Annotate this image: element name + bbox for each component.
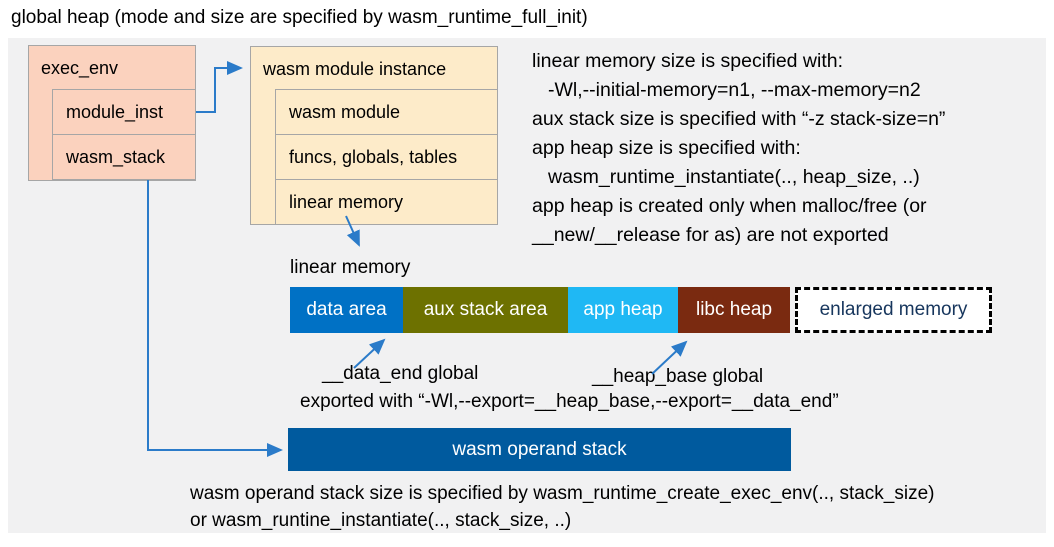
- heap-base-global-label: __heap_base global: [592, 366, 764, 387]
- page-title: global heap (mode and size are specified…: [11, 7, 588, 28]
- data-end-global-label: __data_end global: [322, 363, 479, 384]
- note-line: aux stack size is specified with “-z sta…: [532, 108, 946, 130]
- operand-stack-notes: wasm operand stack size is specified by …: [190, 480, 935, 534]
- wasm-stack-box: wasm_stack: [52, 134, 196, 180]
- segment-data-area: data area: [290, 287, 403, 333]
- segment-libc-heap: libc heap: [678, 287, 790, 333]
- note-line: app heap size is specified with:: [532, 137, 801, 159]
- funcs-globals-tables-box: funcs, globals, tables: [275, 134, 498, 180]
- linear-memory-notes: linear memory size is specified with: -W…: [532, 47, 945, 250]
- note-line: __new/__release for as) are not exported: [532, 224, 889, 246]
- segment-app-heap: app heap: [568, 287, 678, 333]
- module-inst-box: module_inst: [52, 89, 196, 135]
- wasm-module-box: wasm module: [275, 89, 498, 135]
- wasm-operand-stack-bar: wasm operand stack: [288, 428, 791, 471]
- segment-enlarged-memory: enlarged memory: [795, 287, 992, 333]
- exec-env-label: exec_env: [41, 58, 119, 78]
- exported-with-label: exported with “-Wl,--export=__heap_base,…: [300, 391, 839, 412]
- note-line: app heap is created only when malloc/fre…: [532, 195, 927, 217]
- note-line: -Wl,--initial-memory=n1, --max-memory=n2: [548, 79, 921, 101]
- note-line: or wasm_runtine_instantiate(.., stack_si…: [190, 510, 572, 531]
- note-line: wasm_runtime_instantiate(.., heap_size, …: [548, 166, 920, 188]
- note-line: linear memory size is specified with:: [532, 50, 844, 72]
- segment-aux-stack-area: aux stack area: [403, 287, 568, 333]
- wasm-module-instance-label: wasm module instance: [263, 59, 447, 79]
- linear-memory-bar-label: linear memory: [290, 257, 411, 278]
- note-line: wasm operand stack size is specified by …: [190, 483, 935, 504]
- linear-memory-box: linear memory: [275, 179, 498, 225]
